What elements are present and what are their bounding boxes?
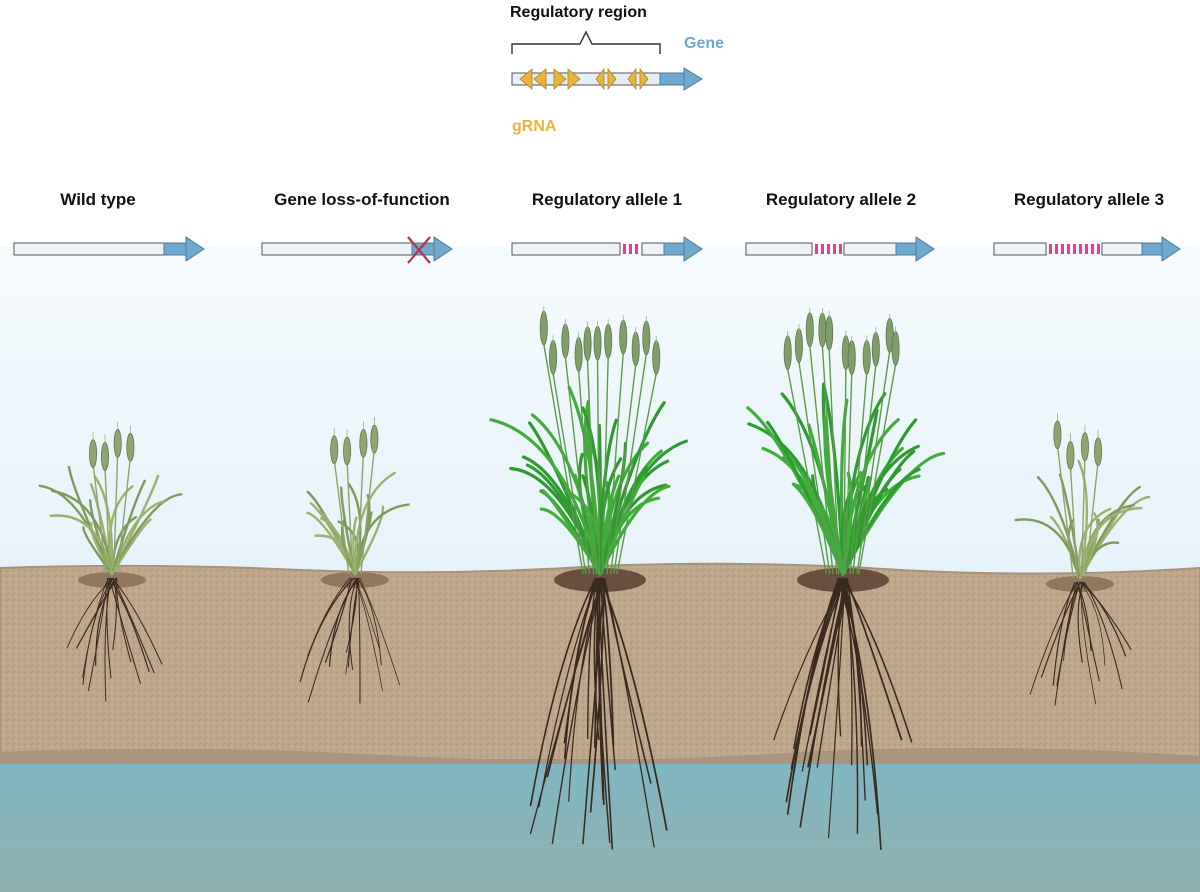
- wild-type-shoot: [38, 421, 183, 576]
- loss-of-function-plant: [299, 417, 410, 704]
- wild-type-roots: [66, 572, 163, 702]
- regulatory-allele-2-plant: [746, 307, 946, 851]
- deletion-marks: [1049, 244, 1100, 254]
- title-wild-type: Wild type: [60, 190, 135, 209]
- title-regulatory-allele-3: Regulatory allele 3: [1014, 190, 1164, 209]
- loss-of-function-shoot: [306, 417, 410, 576]
- title-regulatory-allele-2: Regulatory allele 2: [766, 190, 916, 209]
- regulatory-allele-3-roots: [1029, 576, 1132, 706]
- regulatory-allele-1-roots: [529, 568, 668, 850]
- regulatory-allele-3-shoot: [1014, 412, 1151, 580]
- groundwater-layer: [0, 764, 1200, 892]
- regulatory-allele-2-shoot: [746, 307, 946, 576]
- legend: Regulatory region Gene gRNA: [510, 4, 724, 135]
- title-gene-loss-of-function: Gene loss-of-function: [274, 190, 450, 209]
- gene-construct-wild-type: [13, 236, 205, 262]
- deletion-marks: [815, 244, 842, 254]
- regulatory-region-label: Regulatory region: [510, 4, 647, 21]
- grna-icon: [519, 67, 649, 91]
- regulatory-allele-1-plant: [489, 306, 688, 850]
- gene-label: Gene: [684, 35, 724, 52]
- loss-of-function-roots: [299, 572, 401, 704]
- gene-construct-loss-of-function: [261, 236, 453, 264]
- gene-arrow-icon: [511, 67, 703, 91]
- deletion-marks: [623, 244, 638, 254]
- knockout-x-icon: [407, 236, 431, 264]
- plants-layer: [38, 306, 1151, 851]
- wild-type-plant: [38, 421, 183, 702]
- gene-construct-regulatory-allele-1: [511, 236, 703, 262]
- regulatory-allele-1-shoot: [489, 306, 688, 576]
- regulatory-allele-2-roots: [773, 568, 913, 851]
- title-regulatory-allele-1: Regulatory allele 1: [532, 190, 682, 209]
- grna-label: gRNA: [512, 118, 557, 135]
- regulatory-region-brace: [511, 30, 661, 54]
- gene-construct-regulatory-allele-2: [745, 236, 935, 262]
- gene-construct-regulatory-allele-3: [993, 236, 1181, 262]
- regulatory-allele-3-plant: [1014, 412, 1151, 706]
